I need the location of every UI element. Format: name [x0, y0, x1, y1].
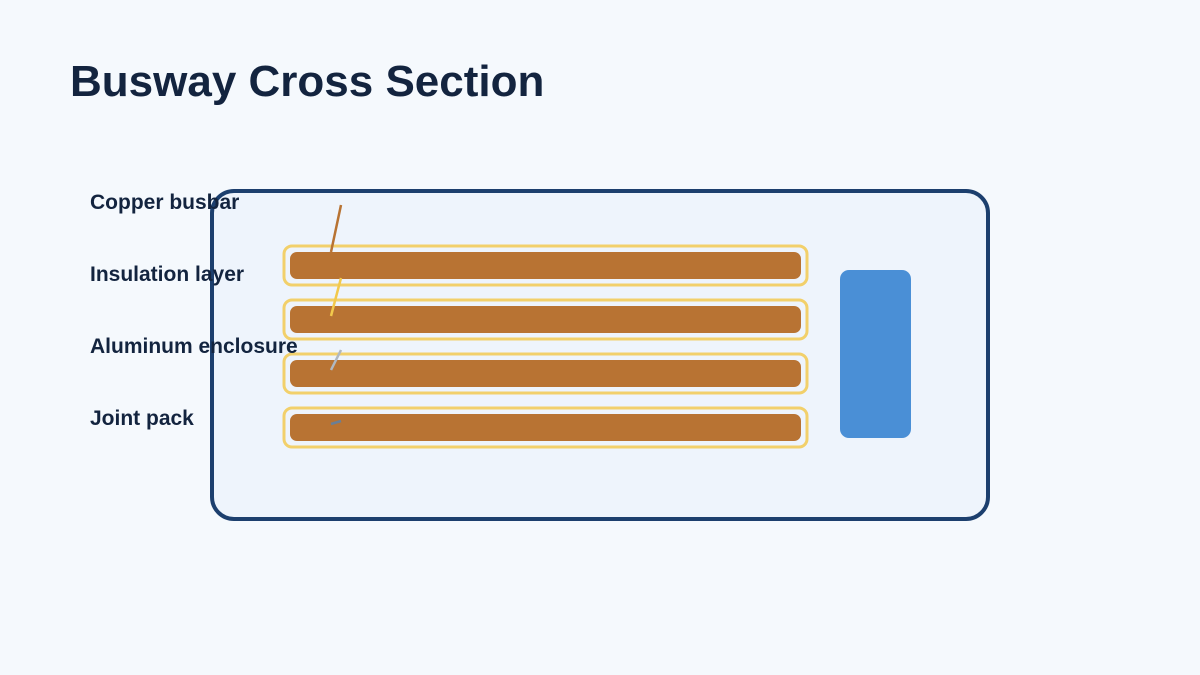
leader-line-copper-busbar [329, 204, 343, 253]
label-aluminum-enclosure: Aluminum enclosure [90, 335, 298, 358]
copper-busbar-4 [290, 414, 801, 441]
insulation-layer-4 [282, 406, 809, 449]
leader-line-joint-pack [330, 419, 342, 426]
insulation-layer-3 [282, 352, 809, 395]
copper-busbar-3 [290, 360, 801, 387]
label-insulation-layer: Insulation layer [90, 263, 245, 286]
leader-line-aluminum-enclosure [329, 349, 343, 371]
copper-busbar-1 [290, 252, 801, 279]
joint-pack [840, 270, 911, 438]
leader-line-insulation-layer [329, 277, 343, 317]
leader-lines [329, 204, 343, 426]
insulation-layer-1 [282, 244, 809, 287]
diagram-title: Busway Cross Section [70, 57, 545, 106]
label-joint-pack: Joint pack [90, 407, 194, 430]
copper-busbar-2 [290, 306, 801, 333]
conductor-stack [282, 244, 809, 449]
label-copper-busbar: Copper busbar [90, 191, 240, 214]
insulation-layer-2 [282, 298, 809, 341]
